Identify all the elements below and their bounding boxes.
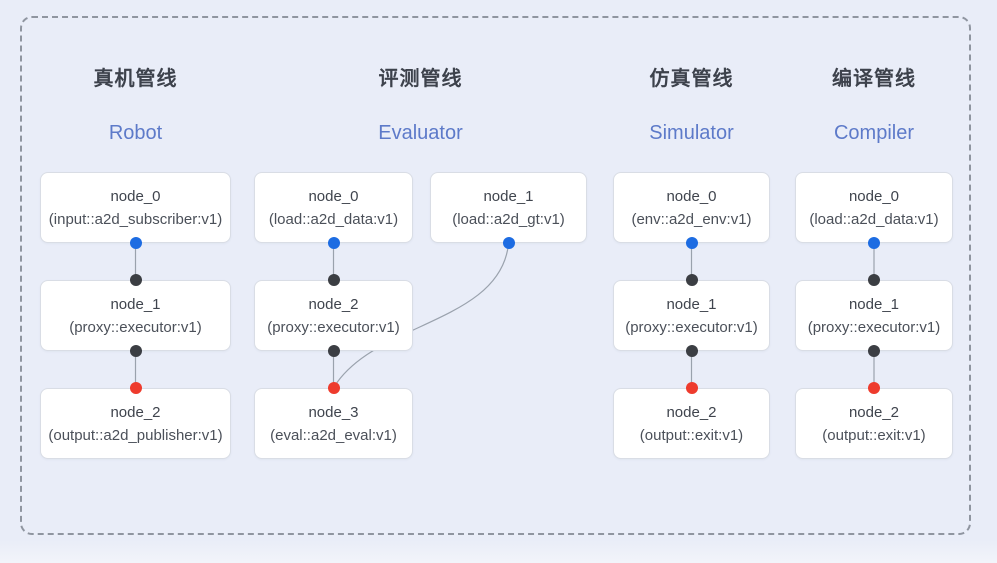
simulator-node-1[interactable]: node_1 (proxy::executor:v1) [613,280,770,351]
node-param: (load::a2d_data:v1) [809,210,939,228]
node-name: node_2 [848,403,900,421]
compiler-node-2[interactable]: node_2 (output::exit:v1) [795,388,953,459]
pipeline-board [20,16,971,535]
node-param: (output::exit:v1) [639,426,744,444]
node-name: node_0 [110,187,161,205]
port-dot-red[interactable] [685,382,698,394]
port-dot-black[interactable] [685,274,698,286]
node-param: (proxy::executor:v1) [807,318,941,336]
node-param: (eval::a2d_eval:v1) [270,426,397,444]
node-param: (output::a2d_publisher:v1) [48,426,223,444]
node-param: (output::exit:v1) [822,426,926,444]
node-param: (load::a2d_gt:v1) [452,210,565,228]
node-name: node_2 [308,295,359,313]
pipeline-title-en-robot: Robot [108,122,163,144]
node-name: node_2 [110,403,161,421]
port-dot-black[interactable] [327,345,340,357]
port-dot-black[interactable] [129,345,142,357]
node-name: node_0 [848,187,900,205]
port-dot-blue[interactable] [868,237,880,249]
port-dot-red[interactable] [129,382,142,394]
port-dot-blue[interactable] [685,237,698,249]
node-name: node_0 [666,187,717,205]
node-param: (proxy::executor:v1) [69,318,202,336]
node-name: node_1 [110,295,161,313]
port-dot-black[interactable] [327,274,340,286]
node-param: (input::a2d_subscriber:v1) [48,210,223,228]
node-name: node_2 [666,403,717,421]
pipeline-title-zh-simulator: 仿真管线 [649,68,734,90]
pipeline-title-zh-robot: 真机管线 [93,68,178,90]
node-param: (load::a2d_data:v1) [268,210,399,228]
compiler-node-0[interactable]: node_0 (load::a2d_data:v1) [795,172,953,243]
pipeline-title-en-compiler: Compiler [833,122,915,144]
port-dot-blue[interactable] [129,237,142,249]
pipeline-title-en-simulator: Simulator [649,122,734,144]
evaluator-node-3[interactable]: node_3 (eval::a2d_eval:v1) [254,388,413,459]
node-param: (proxy::executor:v1) [267,318,400,336]
port-dot-red[interactable] [868,382,880,394]
simulator-node-2[interactable]: node_2 (output::exit:v1) [613,388,770,459]
robot-node-2[interactable]: node_2 (output::a2d_publisher:v1) [40,388,231,459]
compiler-node-1[interactable]: node_1 (proxy::executor:v1) [795,280,953,351]
pipeline-title-zh-evaluator: 评测管线 [378,68,463,90]
node-name: node_3 [308,403,359,421]
robot-node-0[interactable]: node_0 (input::a2d_subscriber:v1) [40,172,231,243]
evaluator-node-0[interactable]: node_0 (load::a2d_data:v1) [254,172,413,243]
connector-curve [335,243,510,385]
evaluator-node-1[interactable]: node_1 (load::a2d_gt:v1) [430,172,587,243]
robot-node-1[interactable]: node_1 (proxy::executor:v1) [40,280,231,351]
node-param: (env::a2d_env:v1) [631,210,752,228]
node-name: node_0 [308,187,359,205]
port-dot-red[interactable] [327,382,340,394]
simulator-node-0[interactable]: node_0 (env::a2d_env:v1) [613,172,770,243]
port-dot-black[interactable] [129,274,142,286]
node-name: node_1 [848,295,900,313]
node-param: (proxy::executor:v1) [625,318,758,336]
node-name: node_1 [666,295,717,313]
node-name: node_1 [483,187,534,205]
port-dot-blue[interactable] [327,237,340,249]
port-dot-black[interactable] [868,274,880,286]
port-dot-black[interactable] [868,345,880,357]
port-dot-blue[interactable] [502,237,515,249]
port-dot-black[interactable] [685,345,698,357]
evaluator-node-2[interactable]: node_2 (proxy::executor:v1) [254,280,413,351]
pipeline-title-en-evaluator: Evaluator [378,122,463,144]
pipeline-title-zh-compiler: 编译管线 [832,68,916,90]
